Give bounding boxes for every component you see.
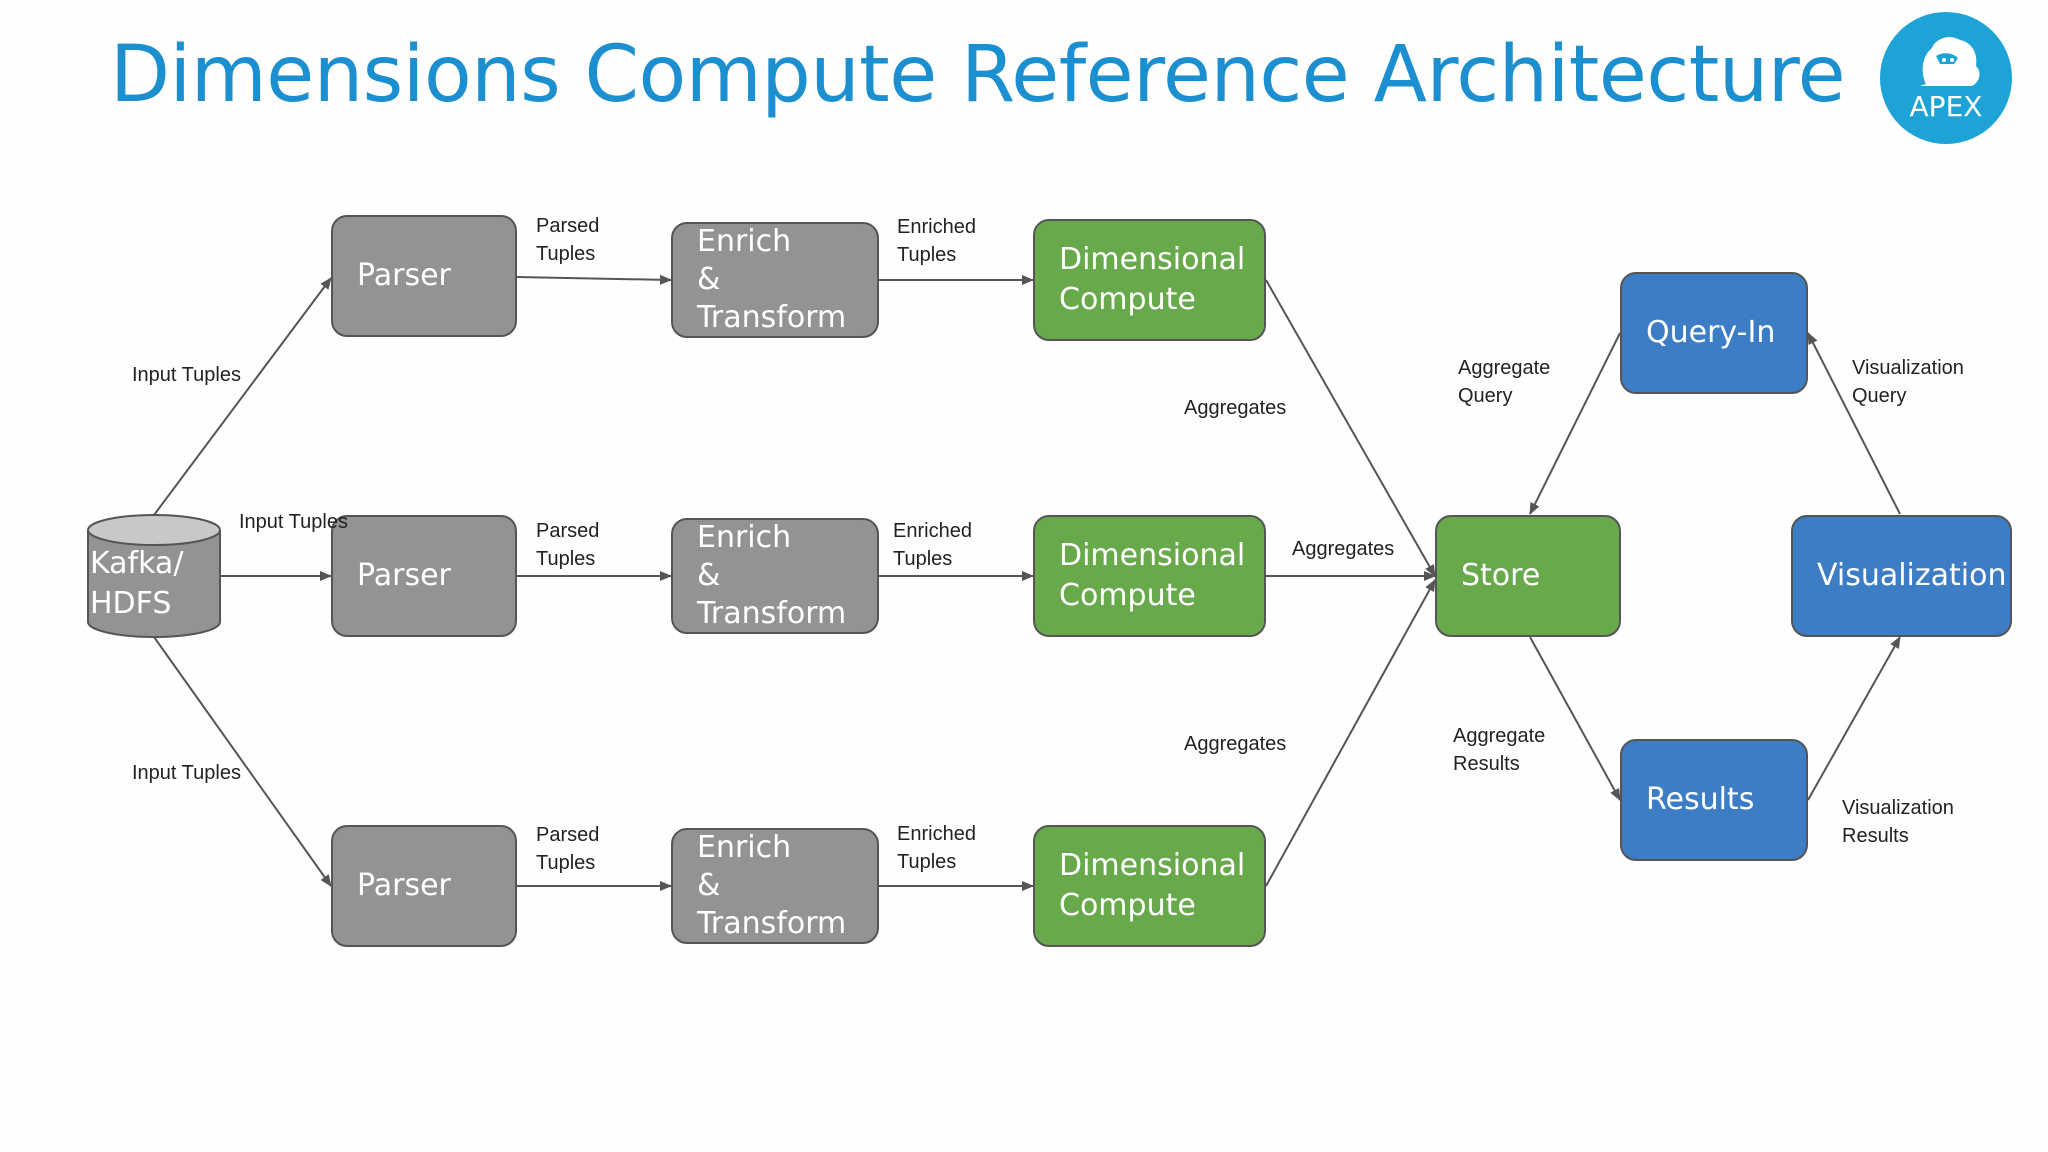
enrich-transform-node-bottom[interactable]: Enrich&Transform [671,828,879,944]
visualization-node[interactable]: Visualization [1791,515,2012,637]
kafka-hdfs-database-icon [87,514,221,638]
enrich-transform-node-mid[interactable]: Enrich&Transform [671,518,879,634]
results-node[interactable]: Results [1620,739,1808,861]
edge-source-parser-bottom [153,636,332,887]
parser-node-mid[interactable]: Parser [331,515,517,637]
logo-text: APEX [1909,90,1983,123]
parser-node-bottom[interactable]: Parser [331,825,517,947]
label-aggregates-top: Aggregates [1184,397,1287,419]
query-in-node[interactable]: Query-In [1620,272,1808,394]
edge-queryin-store [1529,332,1621,515]
store-node[interactable]: Store [1435,515,1621,637]
label-input-tuples-top: Input Tuples [132,364,241,386]
parser-node-top[interactable]: Parser [331,215,517,337]
source-label: Kafka/ HDFS [90,546,184,621]
edge-dimensional-store-bottom [1265,579,1436,887]
edge-store-results [1529,636,1621,801]
edge-parser-enrich-top [516,274,672,285]
enrich-transform-node-top[interactable]: Enrich&Transform [671,222,879,338]
edge-source-parser-top [153,277,332,516]
label-input-tuples-mid: Input Tuples [239,511,348,533]
gorilla-icon [1920,37,1980,86]
edge-dimensional-store-top [1265,279,1436,577]
apex-logo: APEX [1880,12,2012,144]
label-aggregates-bottom: Aggregates [1184,733,1287,755]
label-aggregates-mid: Aggregates [1292,538,1395,560]
label-input-tuples-bottom: Input Tuples [132,762,241,784]
edge-visualization-queryin [1807,332,1901,515]
page-title: Dimensions Compute Reference Architectur… [110,30,1846,120]
edge-results-visualization [1807,636,1901,801]
